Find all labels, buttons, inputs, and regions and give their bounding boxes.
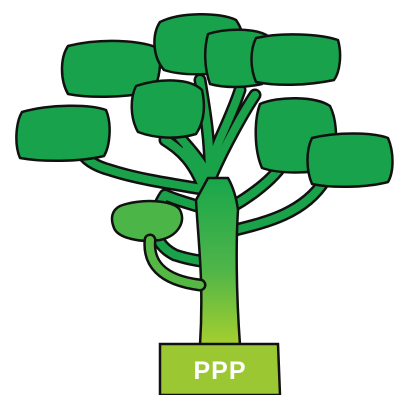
leaf-far-left xyxy=(15,104,111,163)
leaf-top-right xyxy=(250,33,342,87)
trunk-base: PPP xyxy=(158,342,282,395)
leaf-middle-left xyxy=(130,79,206,139)
trunk-label: PPP xyxy=(193,357,246,385)
tree-trunk xyxy=(194,176,242,347)
leaf-far-right xyxy=(306,132,394,189)
tree-canopy xyxy=(15,12,394,189)
lower-left-leaf xyxy=(110,199,207,292)
